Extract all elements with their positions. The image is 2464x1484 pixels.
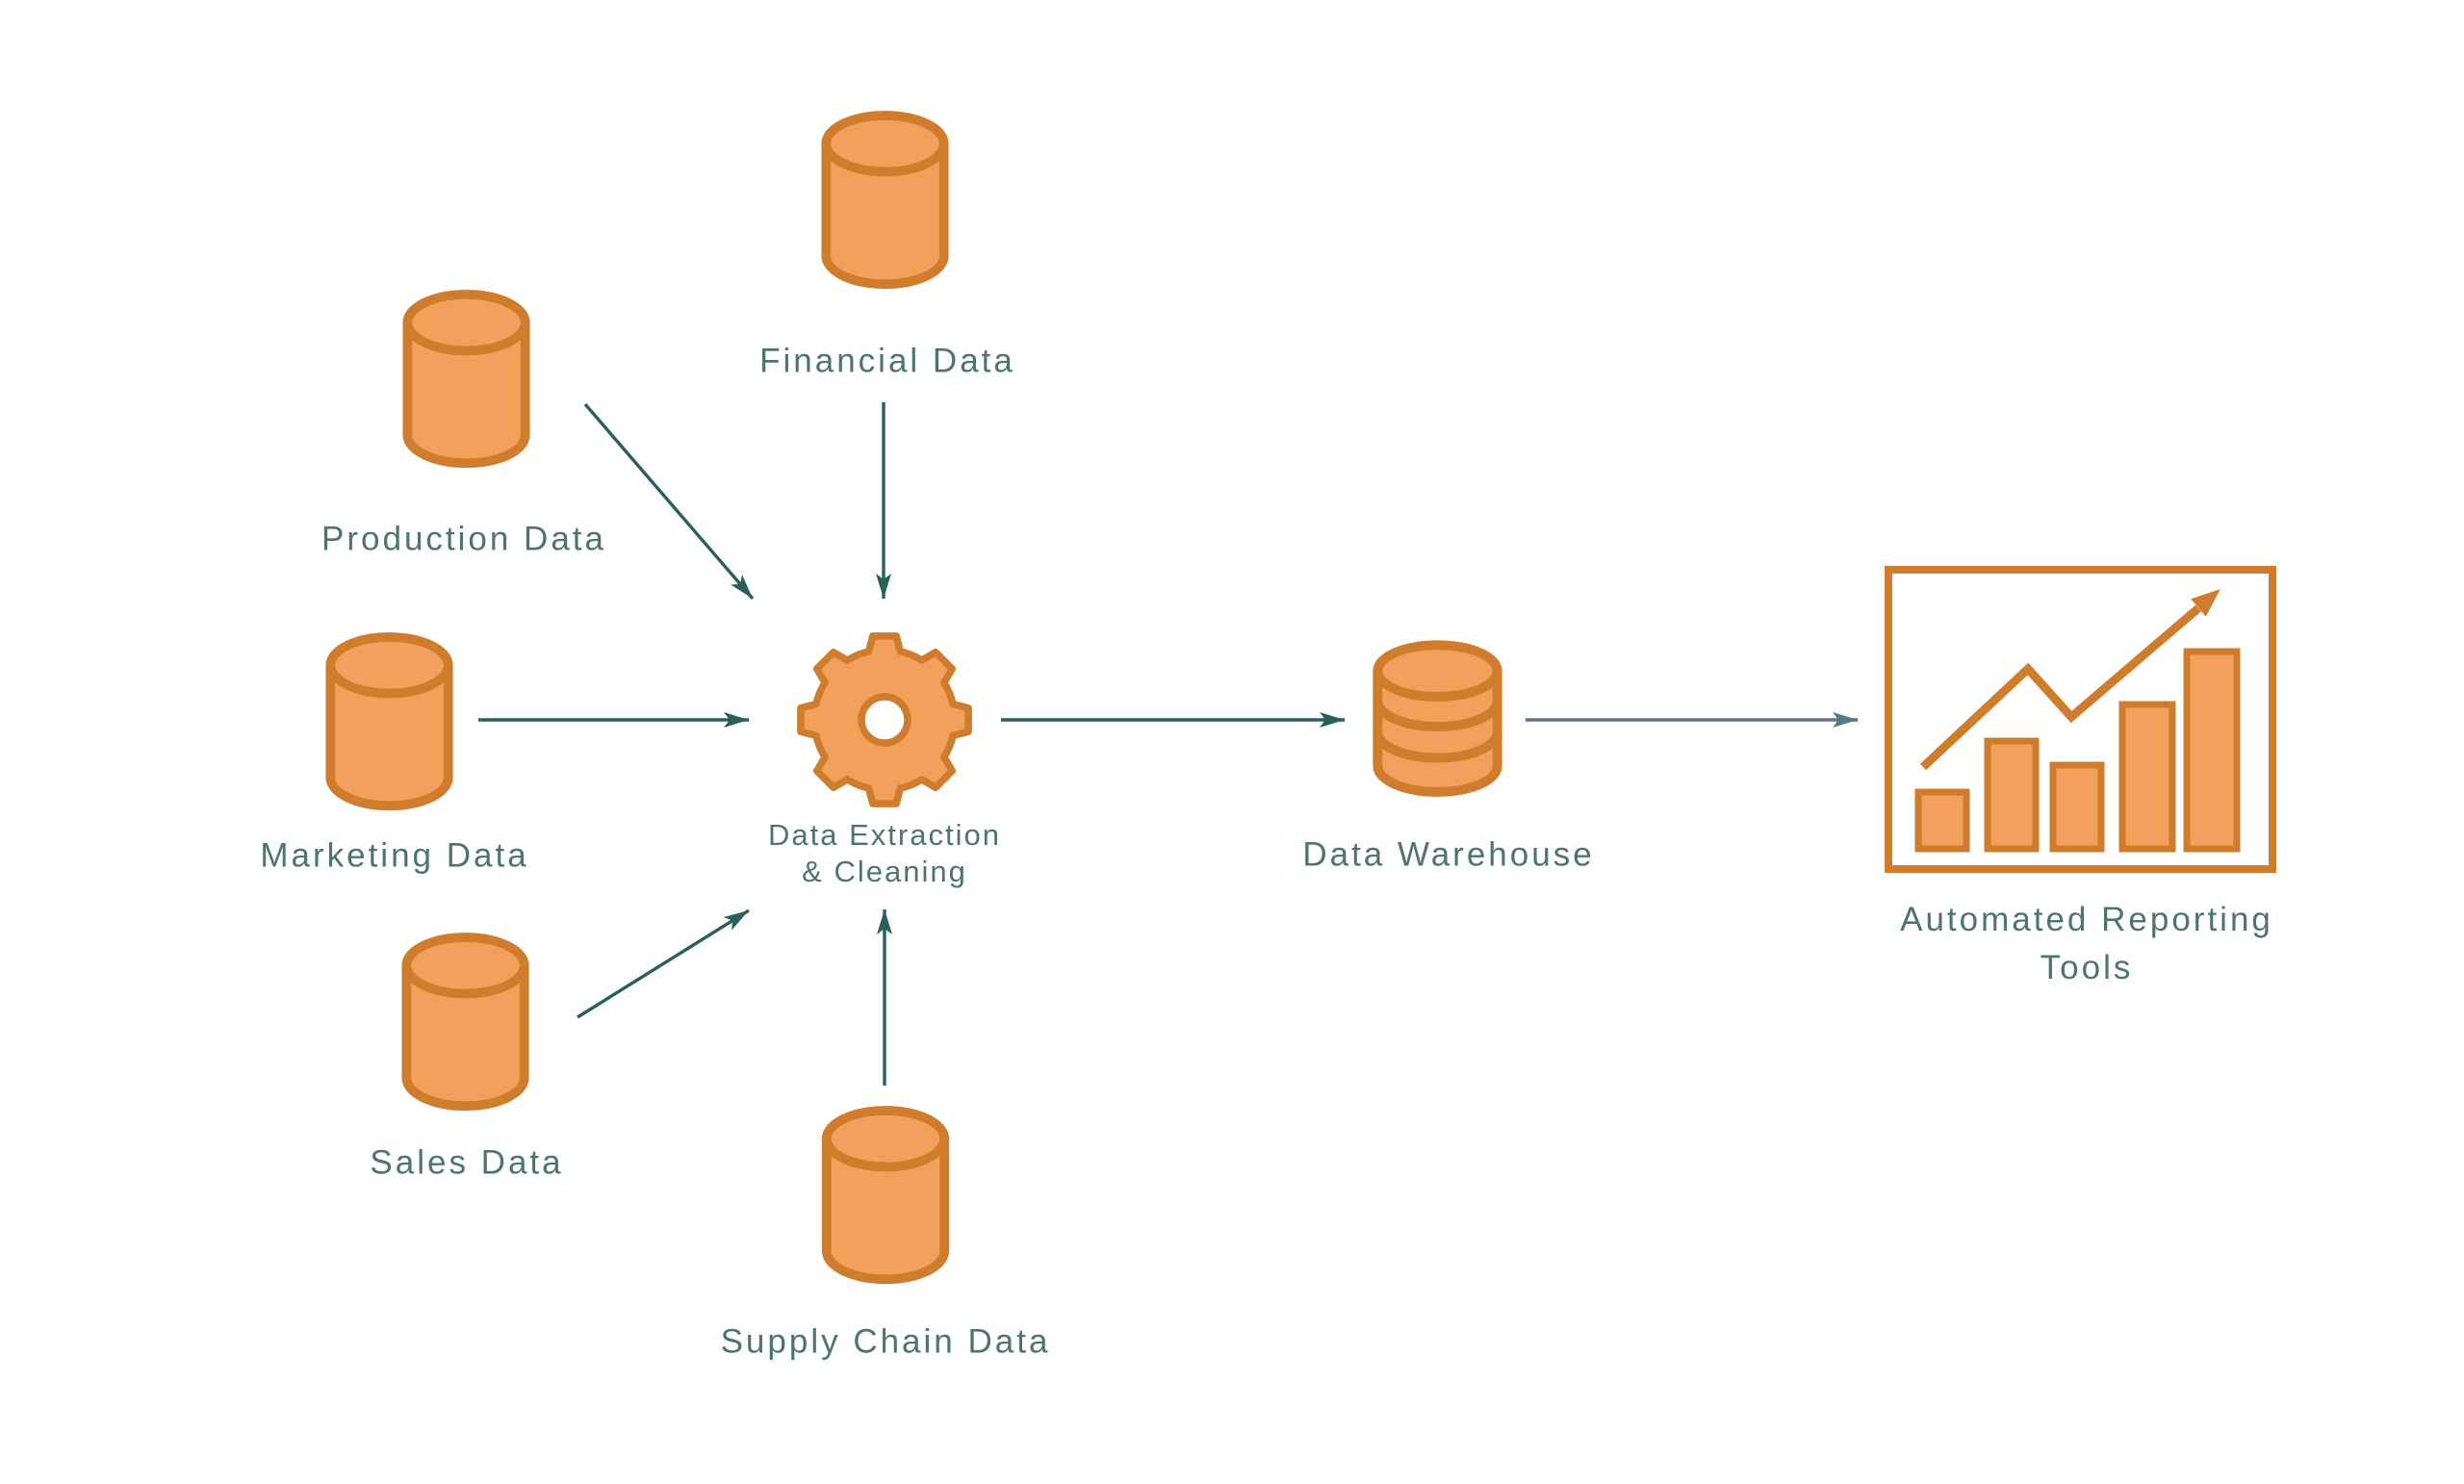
chart-frame [1885, 566, 2276, 873]
chart-bar-5 [2183, 648, 2241, 853]
database-cylinder-icon [821, 111, 949, 290]
chart-bar-4 [2118, 701, 2176, 853]
label-data-extraction-line2: & Cleaning [802, 855, 967, 888]
label-sales-data: Sales Data [370, 1143, 564, 1182]
label-data-extraction: Data Extraction & Cleaning [768, 817, 1001, 890]
label-supply-chain-data: Supply Chain Data [720, 1322, 1051, 1361]
label-automated-reporting-line1: Automated Reporting [1900, 901, 2273, 938]
gear-icon [797, 632, 972, 807]
label-financial-data: Financial Data [759, 342, 1015, 380]
chart-bar-1 [1914, 788, 1970, 853]
database-cylinder-icon [401, 933, 529, 1112]
database-cylinder-icon [821, 1106, 950, 1285]
node-automated-reporting [1885, 566, 2276, 878]
node-data-warehouse [1367, 638, 1508, 806]
label-marketing-data: Marketing Data [260, 836, 529, 875]
label-production-data: Production Data [321, 520, 606, 558]
label-automated-reporting: Automated Reporting Tools [1900, 896, 2273, 992]
trend-line [1919, 604, 2201, 771]
label-data-extraction-line1: Data Extraction [768, 818, 1001, 852]
label-automated-reporting-line2: Tools [2040, 949, 2134, 986]
arrow-sales-to-extraction [577, 908, 750, 1019]
database-cylinder-icon [325, 632, 453, 811]
node-supply-chain-data [815, 1104, 956, 1293]
trend-arrowhead-icon [2191, 589, 2220, 617]
node-financial-data [815, 109, 955, 298]
node-data-extraction [790, 626, 979, 819]
label-data-warehouse: Data Warehouse [1302, 835, 1595, 874]
arrow-production-to-extraction [583, 402, 755, 601]
chart-bar-3 [2049, 761, 2105, 853]
node-marketing-data [320, 630, 459, 820]
node-sales-data [395, 931, 536, 1120]
stacked-database-icon [1373, 640, 1502, 797]
chart-bar-2 [1984, 737, 2040, 853]
node-production-data [397, 288, 536, 477]
database-cylinder-icon [402, 290, 530, 469]
growth-chart-icon [1885, 566, 2276, 873]
